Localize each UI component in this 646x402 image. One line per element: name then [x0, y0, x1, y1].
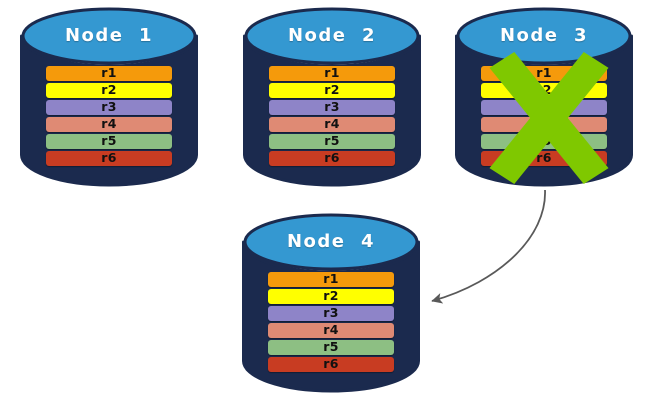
data-row-r4[interactable]: r4	[267, 322, 395, 338]
data-row-r6[interactable]: r6	[45, 150, 173, 166]
data-row-r3[interactable]: r3	[268, 99, 396, 115]
data-row-label: r4	[101, 116, 117, 132]
data-row-label: r4	[536, 116, 552, 132]
data-row-label: r1	[101, 65, 117, 81]
data-row-r1[interactable]: r1	[45, 65, 173, 81]
data-row-r5[interactable]: r5	[45, 133, 173, 149]
data-row-r2[interactable]: r2	[267, 288, 395, 304]
data-row-r5[interactable]: r5	[480, 133, 608, 149]
data-row-label: r2	[536, 82, 552, 98]
data-row-r2[interactable]: r2	[268, 82, 396, 98]
data-row-r3[interactable]: r3	[480, 99, 608, 115]
data-row-label: r5	[536, 133, 552, 149]
data-row-label: r6	[324, 150, 340, 166]
data-row-r6[interactable]: r6	[268, 150, 396, 166]
data-row-r1[interactable]: r1	[267, 271, 395, 287]
cylinder-top-ellipse	[456, 7, 632, 65]
data-row-label: r1	[323, 271, 339, 287]
data-row-label: r3	[536, 99, 552, 115]
cylinder-top-ellipse	[244, 7, 420, 65]
data-row-r2[interactable]: r2	[480, 82, 608, 98]
data-row-r3[interactable]: r3	[267, 305, 395, 321]
data-row-label: r4	[323, 322, 339, 338]
data-row-label: r6	[101, 150, 117, 166]
data-row-r5[interactable]: r5	[267, 339, 395, 355]
data-row-label: r6	[536, 150, 552, 166]
data-row-label: r3	[323, 305, 339, 321]
data-row-label: r5	[324, 133, 340, 149]
data-row-r4[interactable]: r4	[45, 116, 173, 132]
data-row-label: r3	[101, 99, 117, 115]
data-row-r4[interactable]: r4	[268, 116, 396, 132]
data-row-r6[interactable]: r6	[480, 150, 608, 166]
data-row-label: r3	[324, 99, 340, 115]
data-row-r3[interactable]: r3	[45, 99, 173, 115]
data-row-r4[interactable]: r4	[480, 116, 608, 132]
data-row-label: r1	[324, 65, 340, 81]
data-row-label: r2	[101, 82, 117, 98]
data-row-label: r1	[536, 65, 552, 81]
data-row-r5[interactable]: r5	[268, 133, 396, 149]
cylinder-top-ellipse	[243, 213, 419, 271]
data-row-label: r2	[323, 288, 339, 304]
data-row-r2[interactable]: r2	[45, 82, 173, 98]
data-row-r1[interactable]: r1	[480, 65, 608, 81]
data-row-label: r5	[323, 339, 339, 355]
data-row-label: r6	[323, 356, 339, 372]
data-row-label: r4	[324, 116, 340, 132]
data-row-r1[interactable]: r1	[268, 65, 396, 81]
cylinder-top-ellipse	[21, 7, 197, 65]
data-row-label: r2	[324, 82, 340, 98]
data-row-label: r5	[101, 133, 117, 149]
data-row-r6[interactable]: r6	[267, 356, 395, 372]
